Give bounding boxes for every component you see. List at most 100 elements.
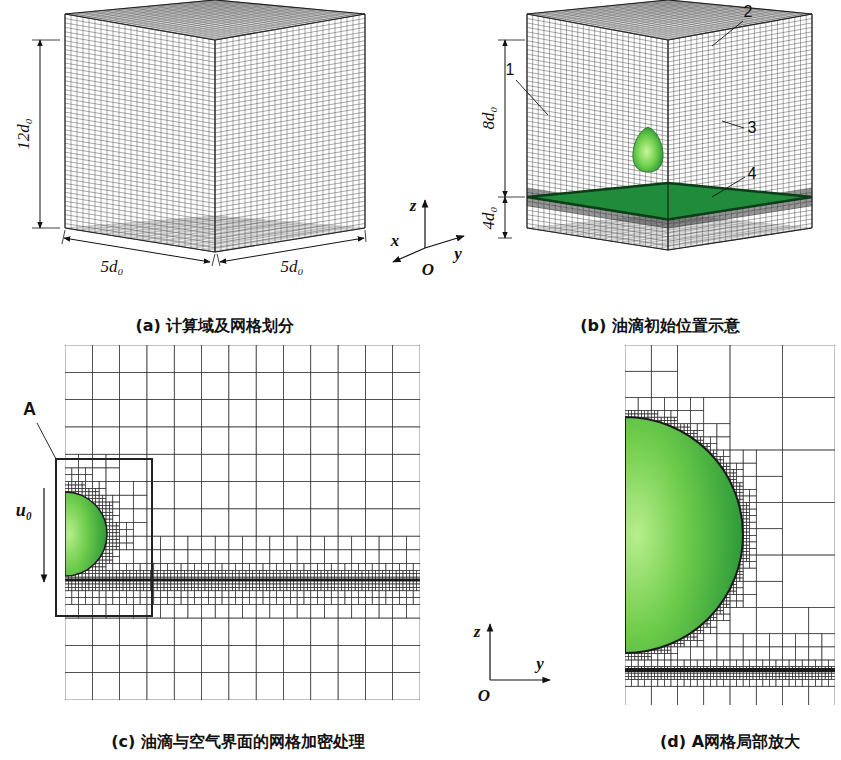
mesh-cell	[393, 563, 400, 570]
top-face-mesh	[167, 10, 317, 32]
side-face-mesh	[65, 161, 215, 186]
mesh-cell	[311, 591, 318, 598]
mesh-cell	[109, 570, 112, 573]
mesh-cell	[318, 574, 321, 577]
mesh-cell	[85, 587, 88, 590]
mesh-cell	[243, 536, 257, 550]
mesh-cell	[297, 563, 304, 570]
mesh-cell	[658, 417, 661, 420]
side-face-mesh	[668, 108, 812, 132]
mesh-cell	[338, 345, 365, 372]
mesh-cell	[359, 563, 366, 570]
cube-edge	[667, 40, 668, 250]
mesh-cell	[324, 584, 327, 587]
mesh-cell	[225, 587, 228, 590]
extension-line	[32, 228, 60, 229]
mesh-cell	[379, 570, 382, 573]
extension-line	[32, 40, 60, 41]
mesh-cell	[174, 598, 181, 605]
mesh-cell	[208, 587, 211, 590]
mesh-cell	[410, 587, 413, 590]
mesh-cell	[161, 570, 164, 573]
mesh-cell	[664, 398, 677, 411]
mesh-cell	[393, 673, 420, 700]
mesh-cell	[120, 673, 147, 700]
mesh-cell	[311, 563, 318, 570]
mesh-cell	[113, 546, 116, 549]
mesh-cell	[188, 584, 191, 587]
mesh-cell	[120, 495, 134, 509]
mesh-cell	[116, 543, 119, 546]
mesh-cell	[103, 509, 106, 512]
mesh-cell	[92, 492, 95, 495]
mesh-cell	[239, 574, 242, 577]
mesh-cell	[297, 598, 304, 605]
side-face-mesh	[215, 40, 216, 252]
mesh-cell	[341, 574, 344, 577]
mesh-cell	[290, 584, 293, 587]
mesh-cell	[270, 604, 284, 618]
mesh-cell	[648, 414, 651, 417]
mesh-cell	[106, 512, 109, 515]
mesh-cell	[232, 574, 235, 577]
mesh-cell	[253, 574, 256, 577]
mesh-cell	[85, 468, 92, 475]
leader-lines	[37, 21, 745, 459]
mesh-cell	[338, 372, 365, 399]
mesh-cell	[352, 598, 359, 605]
mesh-cell	[140, 574, 143, 577]
mesh-cell	[181, 570, 184, 573]
mesh-cell	[126, 591, 133, 598]
mesh-cell	[120, 587, 123, 590]
side-face-mesh	[215, 161, 365, 186]
mesh-cell	[140, 598, 147, 605]
mesh-cell	[79, 584, 82, 587]
mesh-cell	[331, 570, 334, 573]
mesh-cell	[338, 563, 345, 570]
mesh-cell	[113, 526, 116, 529]
mesh-cell	[280, 574, 283, 577]
mesh-cell	[645, 411, 648, 414]
mesh-cell	[133, 482, 147, 496]
mesh-cell	[270, 587, 273, 590]
mesh-cell	[655, 650, 658, 653]
mesh-cell	[208, 570, 211, 573]
mesh-cell	[147, 345, 174, 372]
side-face-mesh	[668, 143, 812, 167]
leader-line	[712, 177, 745, 197]
mesh-cell	[109, 529, 112, 532]
mesh-cell	[297, 570, 300, 573]
mesh-cell	[85, 598, 92, 605]
mesh-cell	[68, 482, 71, 485]
mesh-cell	[167, 570, 170, 573]
mesh-cell	[147, 536, 161, 550]
mesh-cell	[116, 584, 119, 587]
mesh-cell	[365, 536, 379, 550]
mesh-cell	[304, 591, 311, 598]
mesh-cell	[396, 587, 399, 590]
mesh-cell	[359, 591, 366, 598]
mesh-cell	[638, 653, 641, 656]
mesh-cell	[167, 591, 174, 598]
mesh-cell	[403, 587, 406, 590]
mesh-cell	[379, 584, 382, 587]
mesh-cell	[301, 587, 304, 590]
mesh-cell	[382, 570, 385, 573]
mesh-cell	[352, 584, 355, 587]
mesh-cell	[103, 557, 106, 560]
cube-edge	[527, 0, 668, 14]
mesh-cell	[376, 574, 379, 577]
mesh-cell	[68, 488, 71, 491]
mesh-cell	[181, 591, 188, 598]
mesh-cell	[393, 400, 420, 427]
mesh-cell	[345, 584, 348, 587]
mesh-cell	[324, 536, 338, 550]
mesh-cell	[365, 345, 392, 372]
mesh-cell	[92, 574, 95, 577]
mesh-cell	[417, 570, 420, 573]
oil-film-plane	[527, 183, 812, 220]
mesh-cell	[651, 411, 654, 414]
mesh-cell	[106, 553, 109, 556]
leader-line	[712, 21, 743, 46]
mesh-cell	[338, 550, 352, 564]
